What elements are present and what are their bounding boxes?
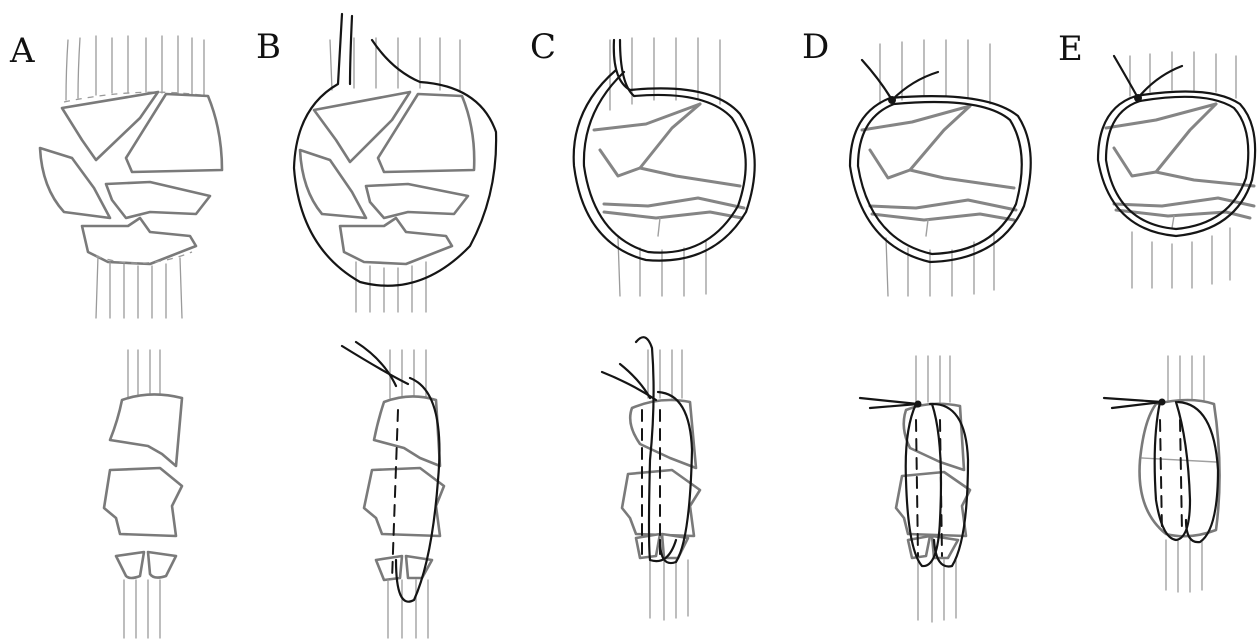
panel-d-front-view — [850, 40, 1031, 296]
panel-label-e: E — [1058, 29, 1083, 69]
side-fragment-inferior — [116, 552, 144, 578]
panel-c-side-view — [602, 337, 700, 620]
panel-b-side-view — [342, 342, 444, 638]
panel-c-front-view — [574, 38, 755, 296]
panel-d-side-view — [860, 356, 970, 622]
panel-b: B — [256, 14, 496, 638]
panel-e-front-view — [1098, 52, 1255, 288]
panel-a-side-view — [104, 350, 182, 638]
cerclage-wire-tied — [850, 96, 1031, 262]
panel-d: D — [802, 27, 1031, 622]
quadriceps-tendon — [64, 36, 208, 102]
panel-b-front-view — [294, 14, 496, 312]
fragment-lateral — [40, 148, 110, 218]
panel-label-a: A — [9, 31, 35, 71]
side-fragment-superior — [110, 394, 182, 466]
panel-label-d: D — [802, 27, 829, 67]
panel-a-front-view — [40, 36, 222, 318]
panel-label-c: C — [530, 27, 556, 67]
panel-a: A — [9, 31, 222, 638]
side-fragment-middle — [104, 468, 182, 536]
panel-e-side-view — [1104, 356, 1220, 592]
bone-fragments — [40, 92, 222, 264]
panel-e: E — [1058, 29, 1255, 592]
panel-label-b: B — [256, 27, 281, 67]
panel-c: C — [530, 27, 755, 620]
fragment-middle — [106, 182, 210, 218]
